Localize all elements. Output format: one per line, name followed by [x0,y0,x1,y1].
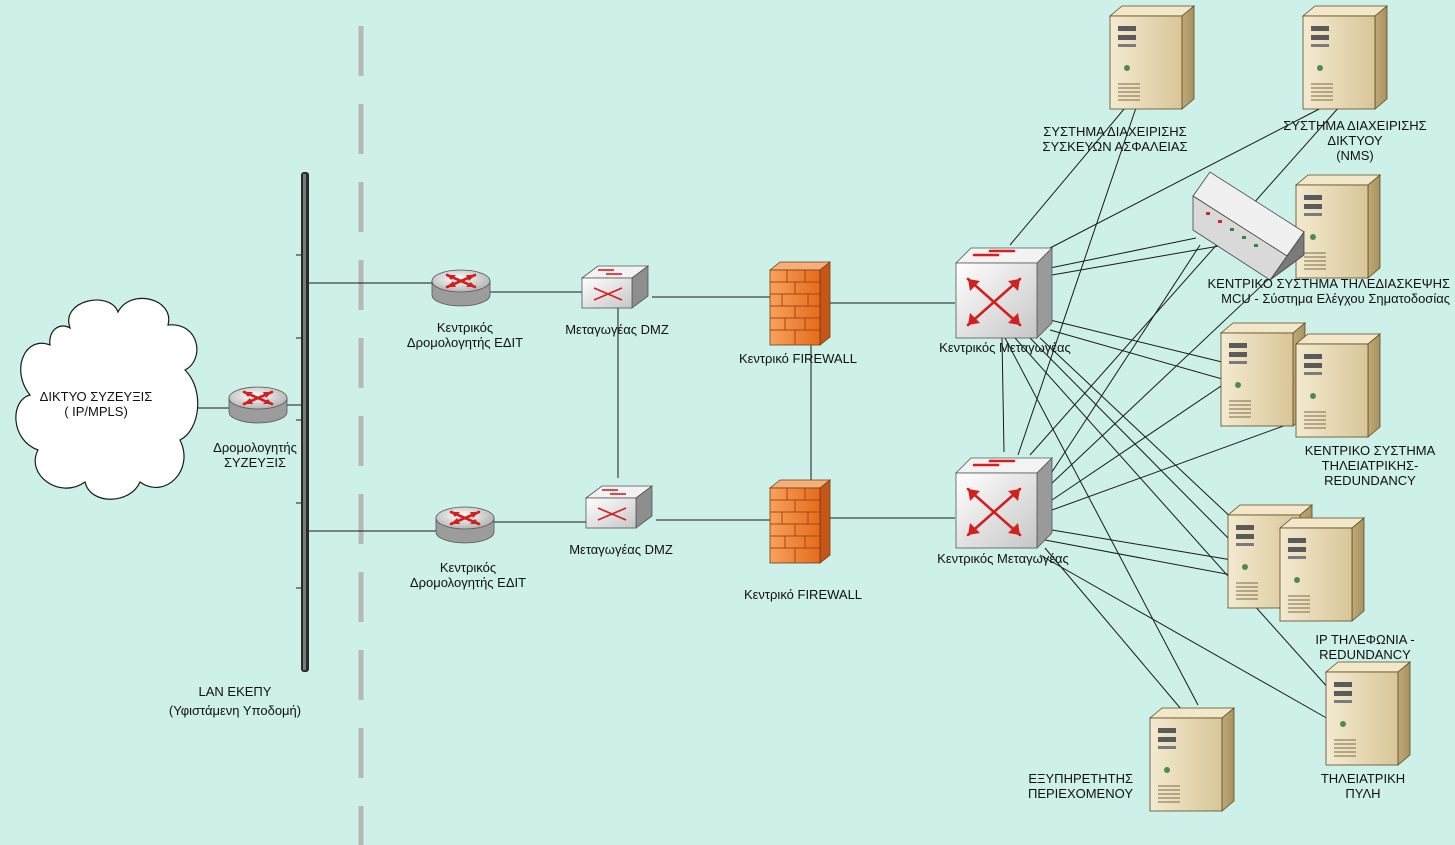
dmz-switch-top-icon [581,265,649,309]
firewall-bottom-label: Κεντρικό FIREWALL [743,587,863,602]
firewall-top-icon [769,261,831,346]
iptel-label: IP ΤΗΛΕΦΩΝΙΑ - REDUNDANCY [1315,632,1415,662]
portal-label: ΤΗΛΕΙΑΤΡΙΚΗ ΠΥΛΗ [1320,771,1406,801]
cloud-icon [15,297,199,500]
server-telemed-2-icon [1295,333,1381,438]
router-edit-top-icon [430,268,492,308]
server-portal-icon [1325,661,1411,766]
cloud-label: ΔΙΚΤΥΟ ΣΥΖΕΥΞΙΣ ( IP/MPLS) [39,389,153,419]
server-security-mgmt-icon [1109,5,1195,110]
firewall-top-label: Κεντρικό FIREWALL [738,351,858,366]
lan-bus-bar [296,172,309,672]
router-syzeuxis-icon [227,385,289,425]
telemed-label: ΚΕΝΤΡΙΚΟ ΣΥΣΤΗΜΑ ΤΗΛΕΙΑΤΡΙΚΗΣ- REDUNDANC… [1304,443,1436,488]
core-switch-bottom-label: Κεντρικός Μεταγωγέας [937,551,1069,566]
server-iptel-2-icon [1279,517,1365,622]
server-nms-icon [1302,5,1388,110]
router-edit-top-label: Κεντρικός Δρομολογητής ΕΔΙΤ [406,320,524,350]
router-edit-bottom-label: Κεντρικός Δρομολογητής ΕΔΙΤ [409,560,527,590]
router-edit-bottom-icon [434,505,496,545]
lan-label: LAN ΕΚΕΠΥ (Υφιστάμενη Υποδομή) [168,684,302,718]
content-server-label: ΕΞΥΠΗΡΕΤΗΤΗΣ ΠΕΡΙΕΧΟΜΕΝΟΥ [1027,771,1133,801]
core-switch-top-icon [954,246,1054,340]
dmz-switch-top-label: Μεταγωγέας DMZ [565,322,669,337]
server-content-icon [1149,707,1235,812]
videoconf-label: ΚΕΝΤΡΙΚΟ ΣΥΣΤΗΜΑ ΤΗΛΕΔΙΑΣΚΕΨΗΣ MCU - Σύσ… [1207,276,1451,306]
nms-label: ΣΥΣΤΗΜΑ ΔΙΑΧΕΙΡΙΣΗΣ ΔΙΚΤΥΟΥ (NMS) [1283,118,1427,163]
security-mgmt-label: ΣΥΣΤΗΜΑ ΔΙΑΧΕΙΡΙΣΗΣ ΣΥΣΚΕΥΩΝ ΑΣΦΑΛΕΙΑΣ [1042,124,1188,154]
router-syzeuxis-label: Δρομολογητής ΣΥΖΕΥΞΙΣ [213,440,297,470]
core-switch-bottom-icon [954,456,1054,550]
server-telemed-1-icon [1220,322,1306,427]
network-links [190,95,1341,723]
dmz-switch-bottom-icon [585,485,653,529]
core-switch-top-label: Κεντρικός Μεταγωγέας [939,340,1071,355]
dmz-switch-bottom-label: Μεταγωγέας DMZ [569,542,673,557]
mcu-appliance-icon [1192,171,1305,281]
server-videoconf-icon [1295,174,1381,279]
firewall-bottom-icon [769,479,831,564]
